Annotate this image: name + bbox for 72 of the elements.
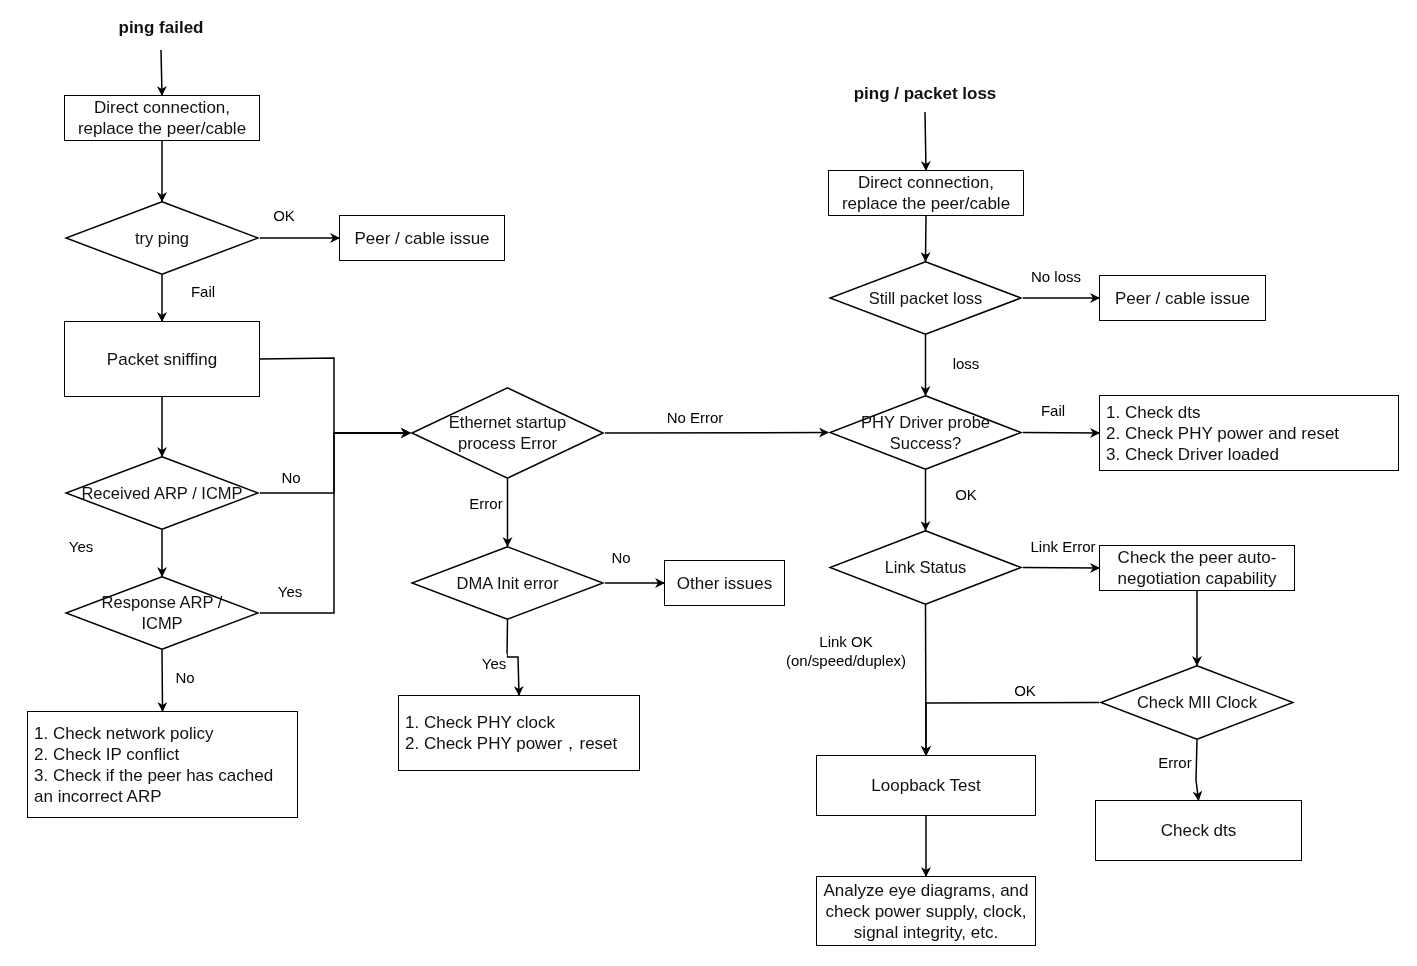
node-label: Ethernet startup process Error: [447, 412, 568, 454]
list-item: 1. Check network policy: [34, 722, 214, 744]
start-label: ping failed: [118, 16, 204, 38]
arrow: [506, 619, 524, 696]
decision-diamond: [828, 530, 1023, 605]
node-label: Check MII Clock: [1136, 692, 1258, 713]
list-item: 1. Check PHY clock: [405, 712, 555, 733]
list-item: 2. Check PHY power，reset: [405, 733, 618, 754]
arrow: [921, 815, 931, 877]
node-label: Analyze eye diagrams, and check power supply, clock, signal integrity, etc.: [823, 879, 1029, 943]
arrow: [1022, 427, 1100, 438]
node-label: Check dts: [1160, 820, 1237, 841]
decision-diamond: [828, 395, 1023, 470]
node-label: Peer / cable issue: [354, 227, 490, 249]
process-box: [816, 755, 1036, 816]
process-box: [1099, 275, 1266, 321]
node-label: Link Status: [884, 557, 967, 578]
node-label: Packet sniffing: [106, 348, 218, 370]
arrow: [1022, 293, 1100, 303]
decision-diamond: [1099, 665, 1295, 740]
decision-diamond: [828, 261, 1023, 335]
process-box: [828, 170, 1024, 216]
process-box: [339, 215, 505, 261]
node-label: Loopback Test: [871, 775, 981, 796]
node-label: Still packet loss: [868, 287, 983, 309]
note-box: [1099, 395, 1399, 471]
node-label: Peer / cable issue: [1114, 287, 1251, 309]
node-label: Direct connection, replace the peer/cable: [840, 172, 1012, 214]
process-box: [64, 321, 260, 397]
arrow: [604, 578, 665, 588]
process-box: [1095, 800, 1302, 861]
arrow: [259, 233, 340, 243]
list-item: 3. Check if the peer has cached an incorrect ARP: [34, 764, 275, 807]
node-label: Received ARP / ICMP: [81, 482, 243, 504]
node-label: Direct connection, replace the peer/cable: [76, 97, 248, 139]
decision-diamond: [64, 576, 260, 650]
arrow: [920, 215, 931, 262]
arrow: [920, 334, 931, 396]
node-label: Check the peer auto-negotiation capability: [1116, 547, 1278, 589]
arrow: [156, 49, 167, 96]
list-item: 1. Check dts: [1106, 401, 1201, 423]
arrow: [604, 427, 829, 438]
arrow: [157, 140, 167, 202]
list-item: 2. Check IP conflict: [34, 743, 180, 765]
process-box: [664, 560, 785, 606]
node-label: PHY Driver probe Success?: [860, 411, 991, 454]
decision-diamond: [64, 201, 260, 275]
list-item: 3. Check Driver loaded: [1106, 443, 1279, 465]
process-box: [1099, 545, 1295, 591]
arrow: [157, 649, 168, 712]
process-box: [64, 95, 260, 141]
arrow: [1022, 562, 1100, 573]
arrow: [921, 701, 1100, 756]
node-label: DMA Init error: [456, 572, 559, 594]
arrow: [920, 469, 931, 531]
arrow: [920, 111, 931, 171]
note-box: [398, 695, 640, 771]
arrow: [259, 428, 411, 614]
node-label: try ping: [134, 227, 190, 249]
decision-diamond: [410, 387, 605, 479]
arrow: [1192, 590, 1202, 666]
arrow: [157, 529, 167, 577]
arrow: [157, 274, 167, 322]
arrow: [502, 478, 513, 547]
node-label: Other issues: [676, 572, 773, 594]
decision-diamond: [410, 546, 605, 620]
arrow: [157, 396, 167, 457]
start-label: ping / packet loss: [853, 82, 997, 104]
list-item: 2. Check PHY power and reset: [1106, 422, 1340, 444]
arrow: [1192, 739, 1203, 801]
note-box: [27, 711, 298, 818]
decision-diamond: [64, 456, 260, 530]
